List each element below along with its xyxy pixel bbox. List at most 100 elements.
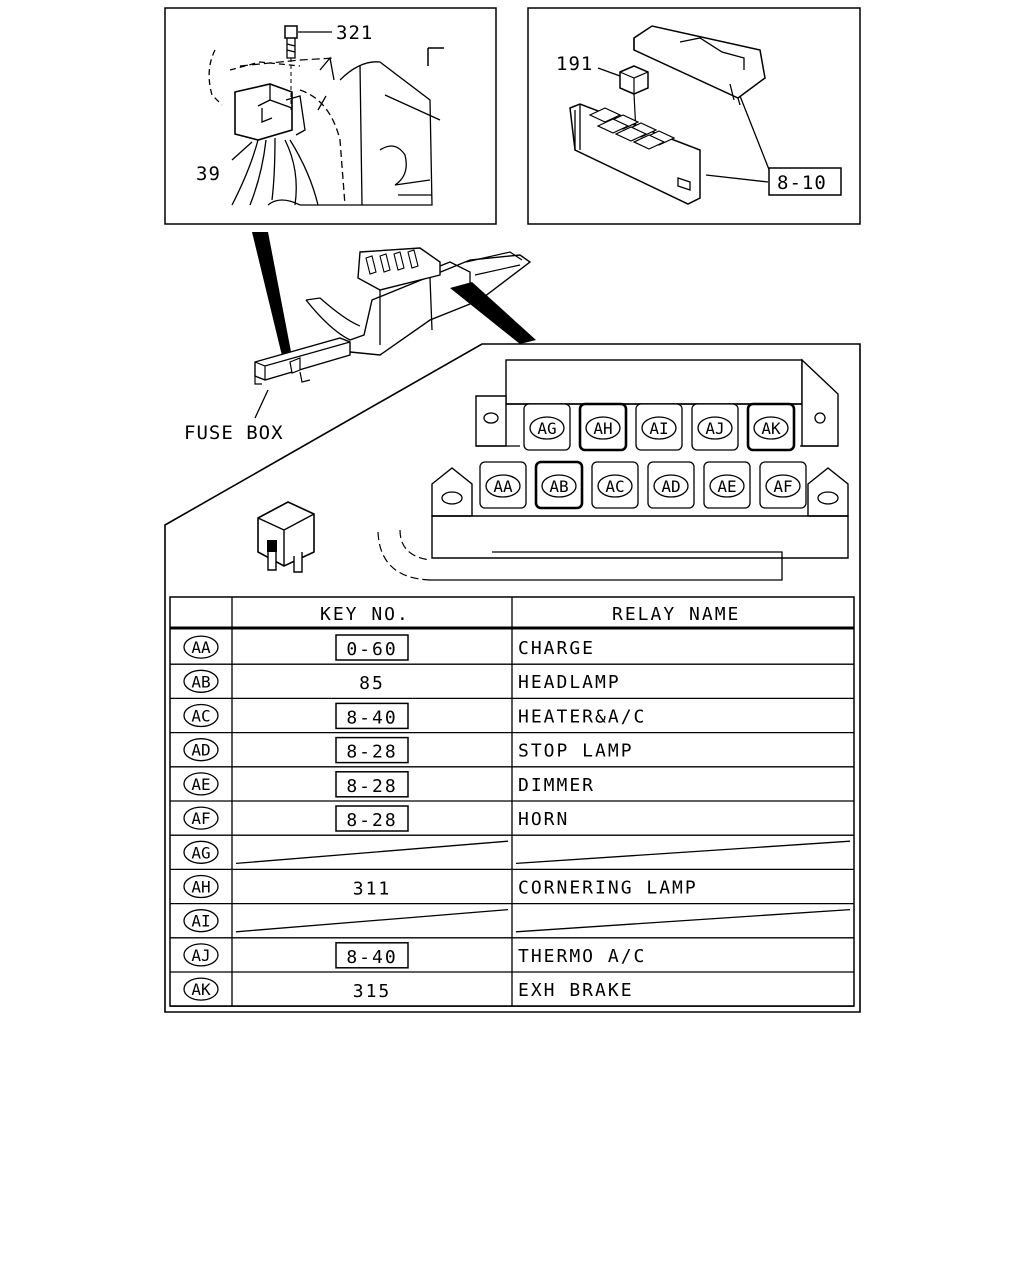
row-code-af: AF [183,806,219,830]
slot-ah: AH [578,402,628,452]
table-row: AF 8-28 HORN [170,805,854,836]
key-no-value: 8-28 [346,776,397,797]
row-code-ac: AC [183,703,219,728]
row-code-aa: AA [183,635,219,659]
ref-box-8-10 [768,167,842,196]
slot-code-aj-label: AJ [705,419,724,438]
relay-table: KEY NO. RELAY NAME AA 0-60 CHARGE AB 85 HEADL… [169,596,855,1007]
slot-code-af-label: AF [773,477,792,496]
row-code-aj-label: AJ [191,946,210,965]
slot-code-ae: AE [709,474,745,498]
empty-key-slash [235,840,509,865]
row-code-ah: AH [183,874,219,899]
row-code-ad-label: AD [191,741,210,760]
callout-321: 321 [336,22,373,44]
slot-aa: AA [479,461,527,509]
row-code-aj: AJ [183,943,219,967]
key-no-value: 8-28 [346,810,397,831]
row-code-ab-label: AB [191,672,210,691]
key-no-value: 311 [353,878,392,899]
table-row: AI [170,908,854,939]
slot-code-aj: AJ [697,416,733,440]
relay-name-value: CORNERING LAMP [518,877,698,898]
table-row: AJ 8-40 THERMO A/C [170,942,854,973]
row-code-ad: AD [183,738,219,762]
relay-name-value: EXH BRAKE [518,980,634,1001]
slot-code-ad-label: AD [661,477,680,496]
slot-code-af: AF [765,474,801,498]
slot-code-ak-label: AK [761,419,781,438]
relay-icon [257,501,315,573]
slot-ab: AB [534,460,584,510]
slot-code-ag-label: AG [537,419,556,438]
slot-code-ah-label: AH [593,419,612,438]
slot-code-ag: AG [529,416,565,440]
slot-code-ak: AK [753,416,789,440]
row-code-ai-label: AI [191,912,210,931]
row-code-ae: AE [183,772,219,796]
key-box [335,805,409,832]
key-box [335,634,409,661]
slot-ag: AG [523,403,571,451]
key-box [335,736,409,764]
slot-code-ac-label: AC [605,477,624,496]
row-code-ag-label: AG [191,843,210,862]
fuse-box-overview: FUSE BOX [184,232,536,444]
table-row: AE 8-28 DIMMER [170,771,854,802]
row-code-ae-label: AE [191,775,210,794]
empty-name-slash [515,840,851,865]
slot-ai: AI [635,403,683,451]
relay-name-value: HORN [518,809,569,830]
callout-191: 191 [556,53,593,75]
empty-name-slash [515,908,851,933]
relay-name-value: STOP LAMP [518,741,634,762]
table-row: AB 85 HEADLAMP [170,669,854,700]
slot-code-ai-label: AI [649,419,668,438]
slot-code-ai: AI [641,416,677,440]
key-no-value: 0-60 [346,639,397,660]
detail-panel-bracket: 321 39 [164,7,497,225]
key-box [335,942,409,969]
slot-code-aa: AA [485,474,521,498]
header-relay-name: RELAY NAME [612,604,740,625]
row-code-ac-label: AC [191,707,210,726]
slot-code-ah: AH [585,416,621,440]
table-row: AA 0-60 CHARGE [170,634,854,665]
empty-key-slash [235,908,509,933]
table-row: AH 311 CORNERING LAMP [170,874,854,905]
slot-ad: AD [647,461,695,509]
relay-name-value: CHARGE [518,638,595,659]
table-row: AG [170,840,854,871]
key-box [335,702,409,730]
key-box [335,771,409,798]
slot-code-ad: AD [653,474,689,498]
slot-ac: AC [591,461,639,509]
row-code-ag: AG [183,840,219,864]
relay-name-value: HEADLAMP [518,672,621,693]
row-code-ab: AB [183,669,219,693]
relay-name-value: THERMO A/C [518,946,646,967]
row-code-ak: AK [183,977,219,1001]
fuse-box-label: FUSE BOX [184,422,284,444]
header-key-no: KEY NO. [320,604,410,625]
detail-panel-relay-box: 191 8-10 [527,7,861,225]
relay-name-value: DIMMER [518,775,595,796]
row-code-ah-label: AH [191,878,210,897]
relay-table-panel [164,343,861,1013]
key-no-value: 8-40 [346,947,397,968]
slot-code-ae-label: AE [717,477,736,496]
table-row: AD 8-28 STOP LAMP [170,736,854,768]
relay-block-layout: AG AH AI AJ AK AA AB AC AD AE AF [377,358,849,581]
key-no-value: 8-28 [346,742,397,763]
slot-aj: AJ [691,403,739,451]
slot-code-ab: AB [541,474,577,498]
slot-af: AF [759,461,807,509]
slot-ak: AK [746,402,796,452]
slot-code-ab-label: AB [549,477,568,496]
row-code-ak-label: AK [191,980,211,999]
key-no-value: 85 [359,673,385,694]
row-code-ai: AI [183,909,219,933]
slot-ae: AE [703,461,751,509]
